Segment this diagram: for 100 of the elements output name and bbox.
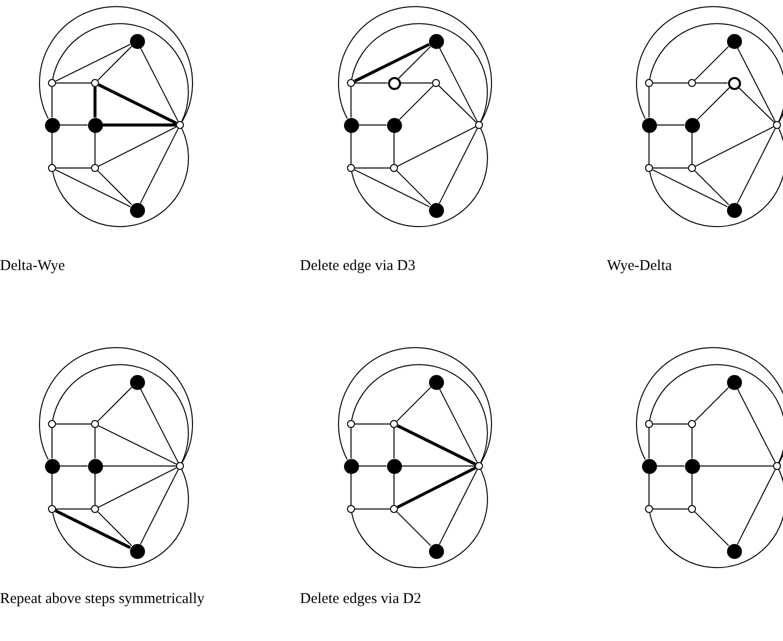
- open-vertex: [347, 420, 355, 428]
- arc-edge: [649, 364, 783, 463]
- graph-edge: [102, 124, 176, 126]
- filled-vertex: [130, 34, 144, 48]
- filled-vertex: [130, 374, 144, 390]
- graph-edge: [98, 83, 178, 125]
- graph-edge: [736, 47, 776, 122]
- graph-edge: [652, 82, 688, 84]
- graph-edge: [438, 469, 478, 545]
- graph-edge: [97, 170, 132, 206]
- arc-edge: [649, 128, 783, 228]
- filled-vertex: [726, 374, 742, 390]
- graph-edge: [696, 82, 728, 84]
- open-vertex: [390, 505, 398, 513]
- filled-vertex: [684, 458, 700, 474]
- filled-vertex: [428, 374, 444, 390]
- filled-vertex: [428, 202, 444, 218]
- graph-edge: [736, 469, 776, 545]
- open-vertex: [688, 420, 696, 428]
- arc-edge: [649, 23, 783, 122]
- arc-edge: [52, 128, 189, 228]
- graph-edge: [358, 124, 387, 126]
- graph-edge: [696, 87, 730, 120]
- graph-edge: [438, 128, 478, 204]
- open-vertex: [347, 79, 355, 87]
- filled-vertex: [130, 544, 144, 558]
- graph-edge: [350, 473, 352, 506]
- arc-edge: [39, 6, 193, 122]
- graph-edge: [648, 132, 650, 164]
- filled-vertex: [726, 202, 742, 218]
- panel-caption: Repeat above steps symmetrically: [0, 590, 206, 609]
- open-vertex: [475, 121, 483, 129]
- highlighted-vertex: [728, 76, 740, 90]
- graph-edge: [396, 466, 476, 509]
- arc-edge: [649, 469, 783, 568]
- arc-edge: [52, 23, 189, 122]
- arc-edge: [338, 6, 492, 122]
- graph-edge: [396, 386, 432, 422]
- graph-edge: [354, 169, 430, 208]
- open-vertex: [688, 79, 696, 87]
- graph-edge: [350, 132, 352, 164]
- arc-edge: [338, 347, 492, 464]
- open-vertex: [475, 462, 483, 470]
- graph-edge: [94, 473, 96, 506]
- graph-edge: [354, 42, 430, 83]
- graph-edge: [98, 126, 177, 167]
- graph-edge: [438, 85, 477, 123]
- graph-edge: [397, 126, 476, 167]
- graph-edge: [56, 82, 92, 84]
- graph-edge: [648, 428, 650, 459]
- graph-edge: [694, 170, 730, 206]
- open-vertex: [91, 505, 99, 513]
- arc-edge: [636, 6, 783, 122]
- graph-edge: [98, 467, 177, 508]
- graph-edge: [98, 425, 177, 465]
- graph-edge: [97, 46, 132, 81]
- graph-edge: [140, 469, 179, 545]
- filled-vertex: [428, 544, 444, 558]
- graph-edge: [736, 388, 776, 463]
- highlighted-vertex: [388, 76, 400, 90]
- open-vertex: [645, 420, 653, 428]
- arc-edge: [39, 347, 193, 464]
- graph-edge: [94, 428, 96, 459]
- arc-edge: [351, 469, 488, 568]
- graph-edge: [652, 169, 728, 208]
- graph-edge: [398, 46, 432, 79]
- open-vertex: [176, 121, 184, 129]
- filled-vertex: [726, 34, 742, 48]
- filled-vertex: [642, 118, 656, 132]
- graph-edge: [97, 386, 132, 422]
- open-vertex: [390, 164, 398, 172]
- graph-edge: [656, 124, 685, 126]
- graph-edge: [140, 388, 179, 463]
- open-vertex: [645, 79, 653, 87]
- graph-edge: [94, 132, 96, 164]
- open-vertex: [48, 420, 56, 428]
- filled-vertex: [344, 458, 358, 474]
- panel-caption: Delete edges via D2: [300, 590, 422, 609]
- graph-edge: [140, 47, 179, 122]
- arc-edge: [636, 347, 783, 464]
- graph-edge: [55, 44, 131, 82]
- panel-caption: Delete edge via D3: [300, 257, 416, 276]
- open-vertex: [688, 505, 696, 513]
- filled-vertex: [428, 34, 444, 48]
- filled-vertex: [44, 458, 60, 474]
- graph-edge: [400, 82, 432, 84]
- graph-edge: [350, 428, 352, 459]
- open-vertex: [91, 79, 99, 87]
- arc-edge: [351, 23, 488, 122]
- filled-vertex: [88, 118, 102, 132]
- arc-edge: [52, 364, 189, 463]
- graph-edge: [652, 508, 688, 510]
- filled-vertex: [88, 458, 102, 474]
- filled-vertex: [642, 458, 656, 474]
- graph-edge: [354, 82, 388, 84]
- arc-edge: [52, 469, 189, 568]
- graph-edge: [648, 86, 650, 118]
- open-vertex: [176, 462, 184, 470]
- filled-vertex: [386, 458, 402, 474]
- open-vertex: [347, 164, 355, 172]
